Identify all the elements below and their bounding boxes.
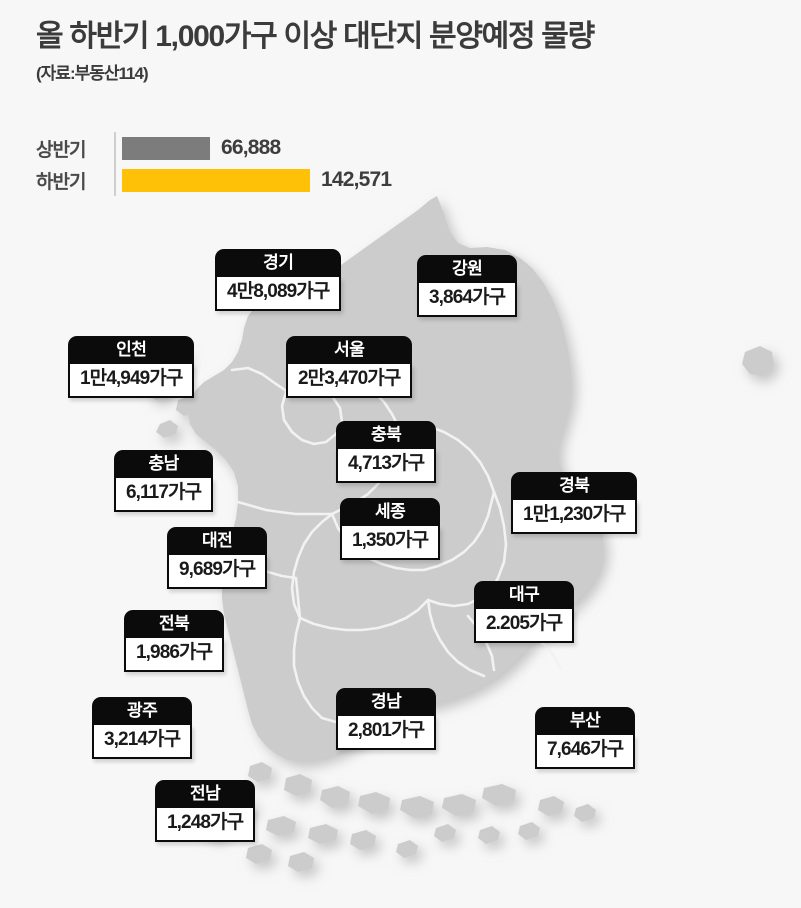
callout-gyeongnam: 경남 2,801가구 (336, 688, 437, 750)
callout-seoul-value: 2만3,470가구 (286, 364, 413, 398)
callout-chungnam: 충남 6,117가구 (114, 450, 214, 512)
callout-busan-value: 7,646가구 (535, 735, 636, 769)
bar-fill-first-half (122, 136, 210, 160)
bar-label-second-half: 하반기 (36, 171, 86, 193)
bar-value-second-half: 142,571 (321, 168, 392, 191)
callout-seoul-name: 서울 (286, 336, 413, 365)
callout-daegu-name: 대구 (474, 581, 575, 610)
bar-value-first-half: 66,888 (221, 136, 281, 159)
callout-busan: 부산 7,646가구 (535, 707, 636, 769)
axis-tick (114, 164, 116, 196)
bar-track-second-half: 142,571 (122, 164, 456, 196)
callout-daegu-value: 2.205가구 (474, 609, 575, 643)
bar-fill-second-half (122, 168, 310, 192)
callout-gangwon-name: 강원 (417, 255, 518, 284)
ulleungdo-island (742, 346, 774, 376)
callout-gyeonggi-value: 4만8,089가구 (215, 277, 342, 311)
callout-sejong-value: 1,350가구 (340, 526, 441, 560)
callout-daejeon: 대전 9,689가구 (167, 527, 268, 589)
callout-daejeon-name: 대전 (167, 527, 268, 556)
halfyear-bar-chart: 상반기 66,888 하반기 142,571 (36, 132, 456, 196)
callout-incheon: 인천 1만4,949가구 (68, 336, 195, 398)
axis-tick (114, 132, 116, 164)
callout-gwangju-name: 광주 (92, 697, 193, 726)
bar-row-first-half: 상반기 66,888 (36, 132, 456, 164)
southeast-islands (518, 796, 596, 840)
page-title: 올 하반기 1,000가구 이상 대단지 분양예정 물량 (36, 20, 595, 53)
callout-chungnam-name: 충남 (114, 450, 214, 479)
callout-jeonbuk-name: 전북 (124, 610, 225, 639)
callout-chungbuk-name: 충북 (336, 421, 437, 450)
callout-jeonnam: 전남 1,248가구 (155, 780, 256, 842)
callout-jeonbuk: 전북 1,986가구 (124, 610, 225, 672)
source-note: (자료:부동산114) (36, 63, 149, 83)
callout-incheon-value: 1만4,949가구 (68, 364, 195, 398)
bar-track-first-half: 66,888 (122, 132, 456, 164)
callout-jeonbuk-value: 1,986가구 (124, 638, 225, 672)
callout-jeonnam-value: 1,248가구 (155, 808, 256, 842)
bar-label-first-half: 상반기 (36, 139, 86, 161)
callout-gwangju: 광주 3,214가구 (92, 697, 193, 759)
callout-chungbuk: 충북 4,713가구 (336, 421, 437, 483)
callout-incheon-name: 인천 (68, 336, 195, 365)
callout-gyeongbuk-value: 1만1,230가구 (511, 500, 638, 534)
callout-jeonnam-name: 전남 (155, 780, 256, 809)
header: 올 하반기 1,000가구 이상 대단지 분양예정 물량 (자료:부동산114) (36, 20, 776, 84)
callout-sejong-name: 세종 (340, 498, 441, 527)
callout-gyeongbuk: 경북 1만1,230가구 (511, 472, 638, 534)
bar-row-second-half: 하반기 142,571 (36, 164, 456, 196)
callout-daegu: 대구 2.205가구 (474, 581, 575, 643)
callout-gyeonggi-name: 경기 (215, 249, 342, 278)
callout-busan-name: 부산 (535, 707, 636, 736)
callout-gangwon-value: 3,864가구 (417, 283, 518, 317)
callout-gyeonggi: 경기 4만8,089가구 (215, 249, 342, 311)
callout-gyeongnam-name: 경남 (336, 688, 437, 717)
callout-gyeongbuk-name: 경북 (511, 472, 638, 501)
callout-gyeongnam-value: 2,801가구 (336, 716, 437, 750)
callout-daejeon-value: 9,689가구 (167, 555, 268, 589)
callout-chungnam-value: 6,117가구 (114, 478, 214, 512)
callout-sejong: 세종 1,350가구 (340, 498, 441, 560)
callout-gangwon: 강원 3,864가구 (417, 255, 518, 317)
callout-seoul: 서울 2만3,470가구 (286, 336, 413, 398)
callout-chungbuk-value: 4,713가구 (336, 449, 437, 483)
callout-gwangju-value: 3,214가구 (92, 725, 193, 759)
